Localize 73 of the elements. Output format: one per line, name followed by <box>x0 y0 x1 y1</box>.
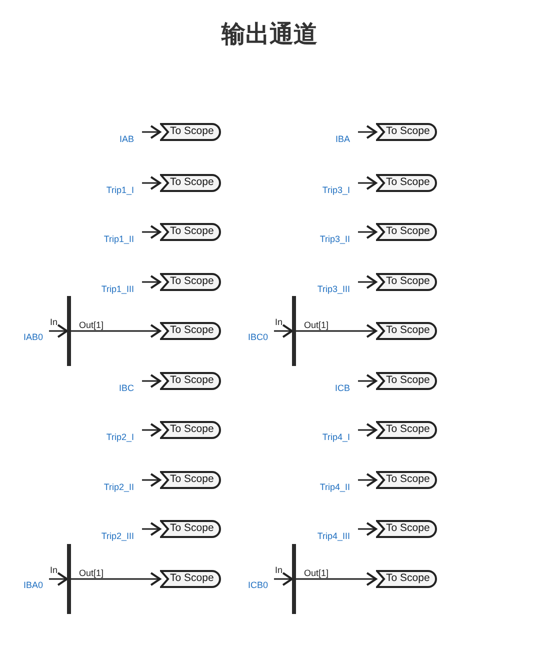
goto-block: To Scope <box>160 520 222 538</box>
arrow <box>358 176 377 190</box>
port-label: In <box>50 317 58 327</box>
goto-block: To Scope <box>376 123 438 141</box>
signal-label: ICB <box>334 383 350 393</box>
signal-label: Trip4_III <box>317 531 350 541</box>
signal-label: Trip2_I <box>106 432 134 442</box>
arrow <box>358 473 377 487</box>
signal-label: Trip4_II <box>320 482 350 492</box>
goto-block: To Scope <box>376 174 438 192</box>
arrow <box>142 225 161 239</box>
goto-block: To Scope <box>376 421 438 439</box>
goto-block: To Scope <box>376 223 438 241</box>
port-label: In <box>275 565 283 575</box>
arrow <box>142 176 161 190</box>
arrow <box>142 473 161 487</box>
goto-block: To Scope <box>376 471 438 489</box>
arrow <box>358 374 377 388</box>
goto-block: To Scope <box>376 273 438 291</box>
arrow <box>142 275 161 289</box>
goto-block: To Scope <box>160 273 222 291</box>
arrow <box>274 324 293 338</box>
signal-label: ICB0 <box>248 580 268 590</box>
goto-block: To Scope <box>376 520 438 538</box>
signal-label: IBC0 <box>248 332 268 342</box>
arrow <box>358 125 377 139</box>
signal-label: Trip4_I <box>322 432 350 442</box>
arrow <box>71 572 161 586</box>
signal-label: Trip2_II <box>104 482 134 492</box>
signal-label: IBA0 <box>23 580 43 590</box>
signal-label: Trip3_II <box>320 234 350 244</box>
arrow <box>358 275 377 289</box>
diagram-title: 输出通道 <box>222 20 318 48</box>
goto-block: To Scope <box>376 570 438 588</box>
arrow <box>358 225 377 239</box>
signal-label: Trip3_I <box>322 185 350 195</box>
signal-label: IBA <box>335 134 350 144</box>
signal-label: IAB0 <box>23 332 43 342</box>
signal-label: Trip1_III <box>101 284 134 294</box>
arrow <box>71 324 161 338</box>
goto-block: To Scope <box>376 372 438 390</box>
arrow <box>296 572 377 586</box>
arrow <box>358 522 377 536</box>
port-label: Out[1] <box>304 568 329 578</box>
port-label: In <box>275 317 283 327</box>
goto-block: To Scope <box>160 570 222 588</box>
port-label: Out[1] <box>79 320 104 330</box>
arrow <box>142 522 161 536</box>
goto-block: To Scope <box>160 223 222 241</box>
goto-block: To Scope <box>160 322 222 340</box>
port-label: In <box>50 565 58 575</box>
goto-block: To Scope <box>160 174 222 192</box>
port-label: Out[1] <box>304 320 329 330</box>
arrow <box>274 572 293 586</box>
arrow <box>296 324 377 338</box>
signal-label: IBC <box>118 383 134 393</box>
arrow <box>142 374 161 388</box>
signal-label: IAB <box>119 134 134 144</box>
goto-block: To Scope <box>160 123 222 141</box>
arrow <box>49 324 68 338</box>
arrow <box>49 572 68 586</box>
signal-label: Trip1_II <box>104 234 134 244</box>
signal-label: Trip1_I <box>106 185 134 195</box>
goto-block: To Scope <box>376 322 438 340</box>
goto-block: To Scope <box>160 421 222 439</box>
signal-label: Trip2_III <box>101 531 134 541</box>
goto-block: To Scope <box>160 372 222 390</box>
signal-label: Trip3_III <box>317 284 350 294</box>
arrow <box>142 125 161 139</box>
arrow <box>142 423 161 437</box>
port-label: Out[1] <box>79 568 104 578</box>
arrow <box>358 423 377 437</box>
goto-block: To Scope <box>160 471 222 489</box>
